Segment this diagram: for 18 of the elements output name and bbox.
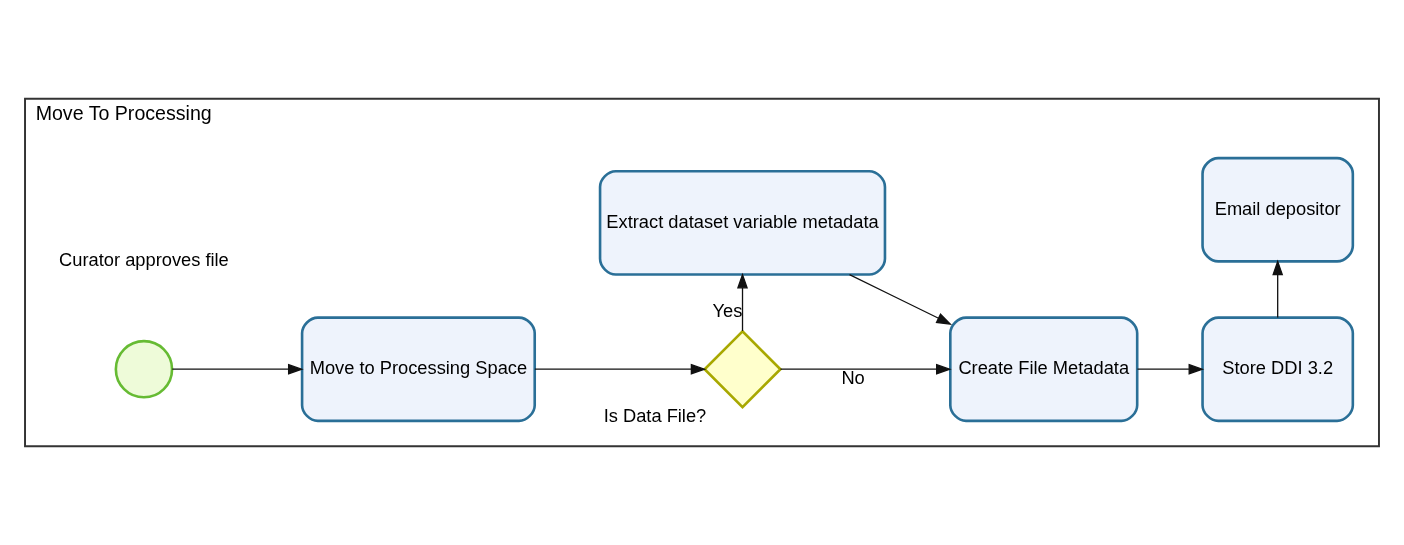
node-label: Is Data File? bbox=[603, 404, 707, 426]
node-label: Curator approves file bbox=[59, 248, 229, 270]
arrow bbox=[737, 272, 748, 332]
edge-label: Yes bbox=[712, 300, 743, 322]
arrow bbox=[534, 363, 707, 375]
node-diamond bbox=[702, 329, 783, 409]
arrow bbox=[848, 274, 953, 325]
arrow bbox=[171, 363, 304, 375]
arrow bbox=[779, 363, 952, 375]
node-box: Store DDI 3.2 bbox=[1201, 316, 1355, 423]
node-box: Create File Metadata bbox=[949, 316, 1139, 423]
arrow bbox=[1272, 259, 1284, 319]
arrow bbox=[1136, 363, 1205, 375]
edge-label: No bbox=[841, 366, 865, 388]
node-circle bbox=[114, 339, 174, 399]
node-box: Email depositor bbox=[1201, 156, 1355, 263]
node-box: Move to Processing Space bbox=[300, 316, 537, 423]
node-box: Extract dataset variable metadata bbox=[598, 169, 887, 276]
